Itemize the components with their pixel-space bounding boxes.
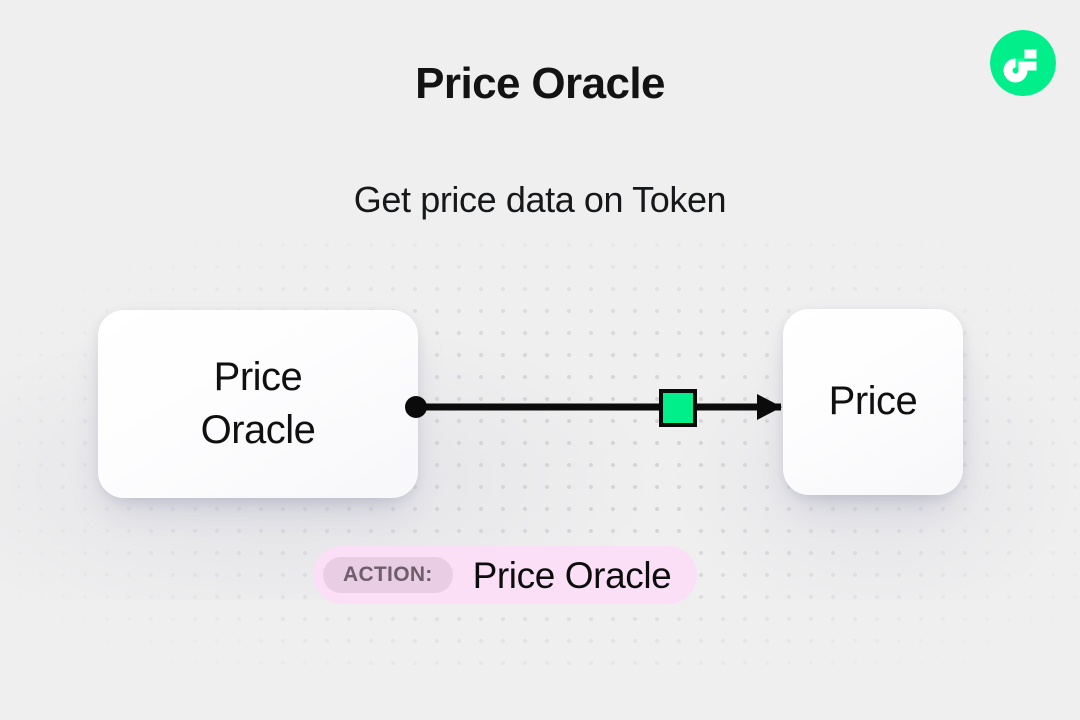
node-price[interactable]: Price (783, 309, 963, 495)
node-label: Price Oracle (200, 354, 316, 452)
action-kind-label: ACTION: (323, 557, 453, 593)
arrow-head-icon (757, 394, 782, 420)
node-price-oracle[interactable]: Price Oracle (98, 310, 418, 498)
node-label: Price (828, 379, 918, 424)
flow-logo-icon[interactable] (990, 30, 1056, 96)
action-name-label: Price Oracle (472, 554, 672, 596)
page-subtitle: Get price data on Token (353, 179, 727, 220)
page-title: Price Oracle (415, 59, 665, 108)
action-chip[interactable]: ACTION: Price Oracle (313, 546, 698, 604)
edge-marker-square-icon[interactable] (659, 389, 697, 427)
